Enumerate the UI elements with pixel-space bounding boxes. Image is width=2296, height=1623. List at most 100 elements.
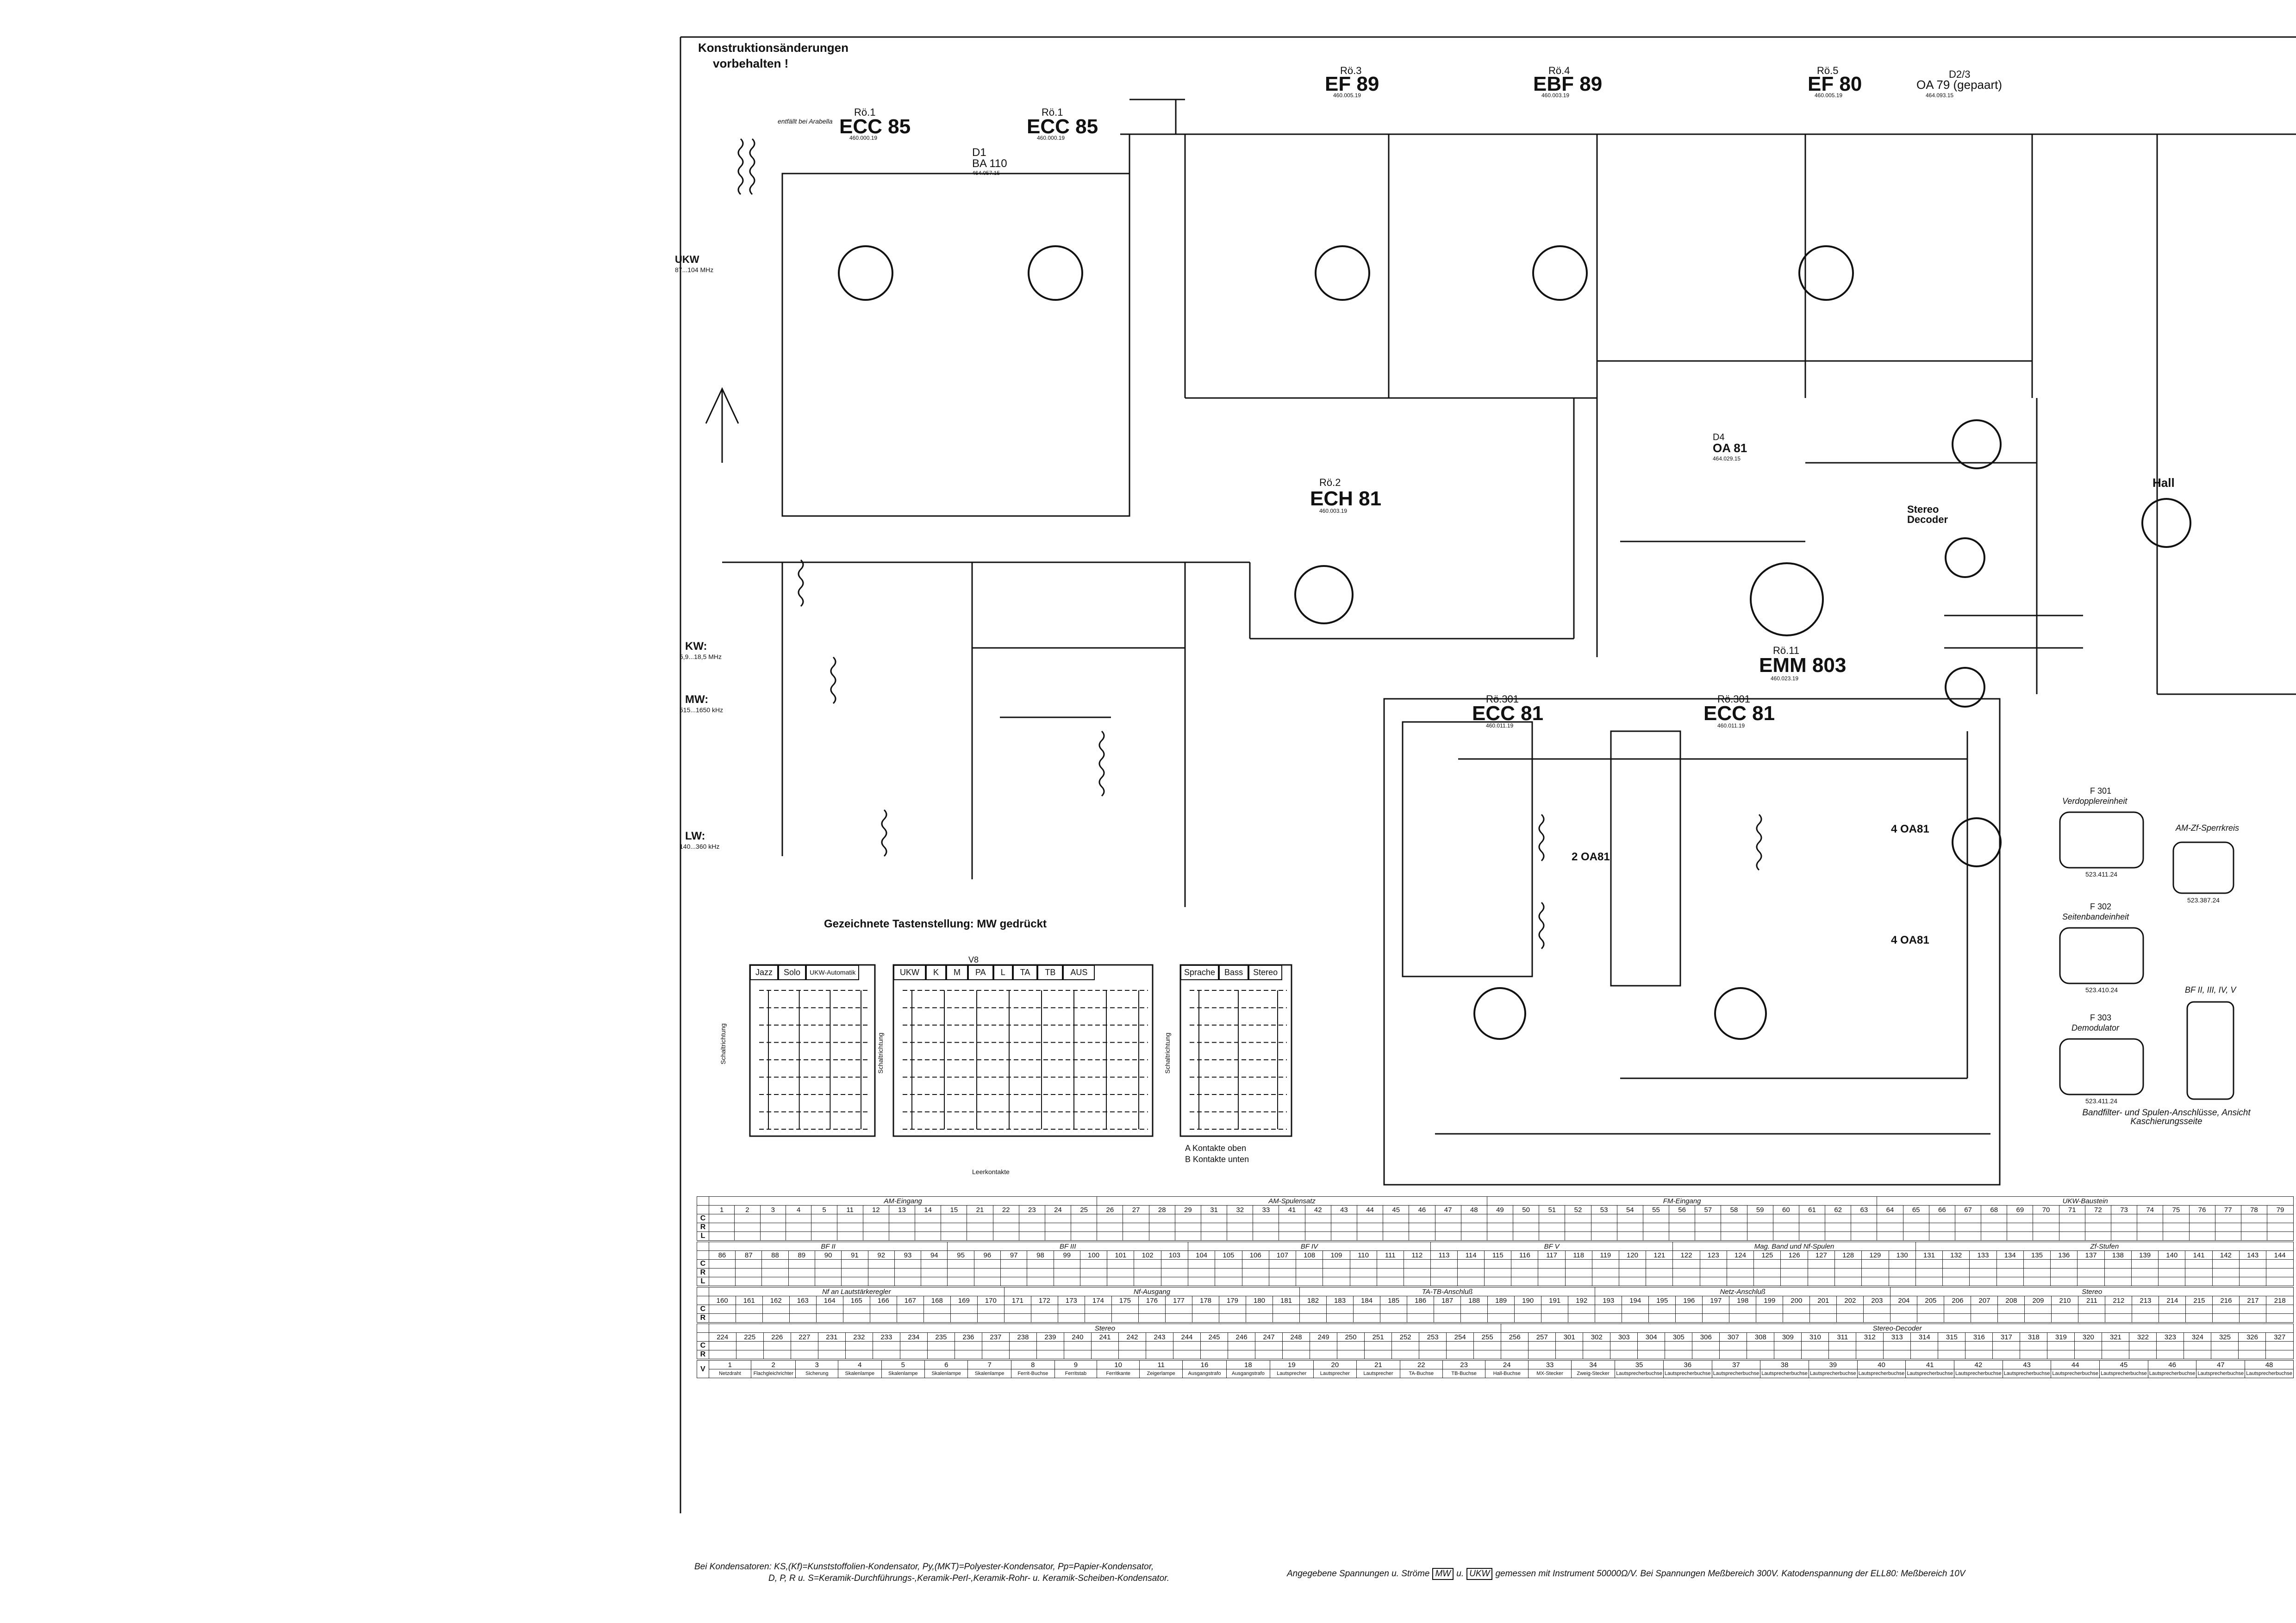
table-part-number: 75 [2163,1205,2190,1214]
table-cell [734,1214,761,1223]
key-pa[interactable]: PA [968,965,993,980]
table-cell [2212,1277,2240,1286]
key-m[interactable]: M [946,965,968,980]
table-part-number: 194 [1622,1296,1649,1305]
table-cell [1642,1223,1670,1232]
table-cell [735,1277,762,1286]
table-part-number: 52 [1565,1205,1591,1214]
table-cell [1097,1223,1123,1232]
table-cell [1501,1341,1529,1350]
tube-rö4 [1532,245,1588,301]
table-part-name: Zeigerlampe [1139,1369,1183,1378]
table-section: BF V [1430,1242,1673,1251]
key-ta[interactable]: TA [1012,965,1038,980]
table-part-number: 38 [1760,1360,1809,1369]
table-cell [734,1231,761,1241]
table-cell [2110,1231,2138,1241]
table-cell [1255,1350,1283,1359]
table-cell [1383,1223,1410,1232]
key-tb[interactable]: TB [1037,965,1063,980]
table-cell [1756,1305,1784,1314]
table-part-number: 137 [2077,1250,2105,1260]
table-cell [1245,1305,1273,1314]
note-diodes-4oa81-b: 4 OA81 [1891,934,1929,946]
key-solo[interactable]: Solo [778,965,806,980]
key-aus[interactable]: AUS [1063,965,1095,980]
key-ukw-automatik[interactable]: UKW-Automatik [806,965,860,980]
table-cell [1809,1313,1837,1323]
table-cell [1107,1277,1135,1286]
table-part-number: 105 [1215,1250,1242,1260]
table-part-number: 252 [1391,1332,1420,1342]
table-cell [1407,1313,1435,1323]
table-part-number: 174 [1084,1296,1112,1305]
table-cell [1218,1305,1247,1314]
key-sprache[interactable]: Sprache [1180,965,1219,980]
table-part-number: 316 [1965,1332,1993,1342]
table-part-number: 46 [2147,1360,2197,1369]
table-part-number: 169 [950,1296,978,1305]
table-part-number: 242 [1118,1332,1146,1342]
table-part-number: 181 [1273,1296,1300,1305]
tube-rö2 [1294,565,1354,624]
table-cell [973,1277,1001,1286]
table-cell [2051,1313,2079,1323]
table-part-number: 33 [1253,1205,1279,1214]
table-part-number: 186 [1407,1296,1435,1305]
table-part-number: 131 [1915,1250,1943,1260]
table-part-number: 128 [1834,1250,1862,1260]
table-part-number: 213 [2132,1296,2159,1305]
table-part-number: 72 [2084,1205,2111,1214]
table-cell [1323,1259,1350,1269]
table-part-number: 320 [2074,1332,2103,1342]
key-l[interactable]: L [993,965,1013,980]
table-row-label: C [697,1341,709,1350]
table-cell [2077,1277,2105,1286]
table-cell [1695,1214,1722,1223]
table-cell [1541,1305,1569,1314]
table-cell [1187,1268,1216,1277]
table-part-number: 93 [894,1250,922,1260]
table-part-number: 8 [1011,1360,1055,1369]
table-cell [1565,1259,1592,1269]
table-part-number: 40 [1857,1360,1906,1369]
table-part-number: 311 [1828,1332,1857,1342]
table-part-number: 307 [1719,1332,1747,1342]
key-jazz[interactable]: Jazz [750,965,779,980]
table-part-number: 135 [2023,1250,2051,1260]
table-section: Nf an Lautstärkeregler [708,1287,1004,1296]
table-cell [2020,1341,2048,1350]
table-part-number: 13 [888,1205,916,1214]
table-cell [1063,1350,1092,1359]
table-part-number: 193 [1595,1296,1622,1305]
table-cell [1616,1214,1643,1223]
table-part-number: 20 [1313,1360,1357,1369]
table-cell [1747,1223,1773,1232]
key-bass[interactable]: Bass [1219,965,1249,980]
table-cell [1118,1350,1146,1359]
table-cell [1091,1341,1119,1350]
table-cell [1018,1231,1045,1241]
table-cell [872,1341,900,1350]
table-part-number: 196 [1675,1296,1703,1305]
table-part-number: 73 [2110,1205,2138,1214]
table-part-number: 113 [1430,1250,1458,1260]
table-part-number: 200 [1783,1296,1810,1305]
table-cell [2239,1313,2267,1323]
table-part-number: 321 [2102,1332,2130,1342]
key-stereo[interactable]: Stereo [1248,965,1283,980]
footer-measure-b: gemessen mit Instrument 50000Ω/V. Bei Sp… [1495,1569,1965,1579]
table-cell [708,1231,735,1241]
table-cell [2238,1350,2266,1359]
table-cell [1138,1313,1166,1323]
table-cell [1296,1268,1323,1277]
key-k[interactable]: K [926,965,947,980]
key-ukw[interactable]: UKW [893,965,926,980]
table-cell [1565,1268,1592,1277]
table-part-number: 11 [836,1205,863,1214]
table-cell [1279,1214,1305,1223]
table-cell [1349,1268,1377,1277]
table-section: BF III [947,1242,1188,1251]
table-cell [836,1214,863,1223]
table-part-number: 44 [2051,1360,2100,1369]
